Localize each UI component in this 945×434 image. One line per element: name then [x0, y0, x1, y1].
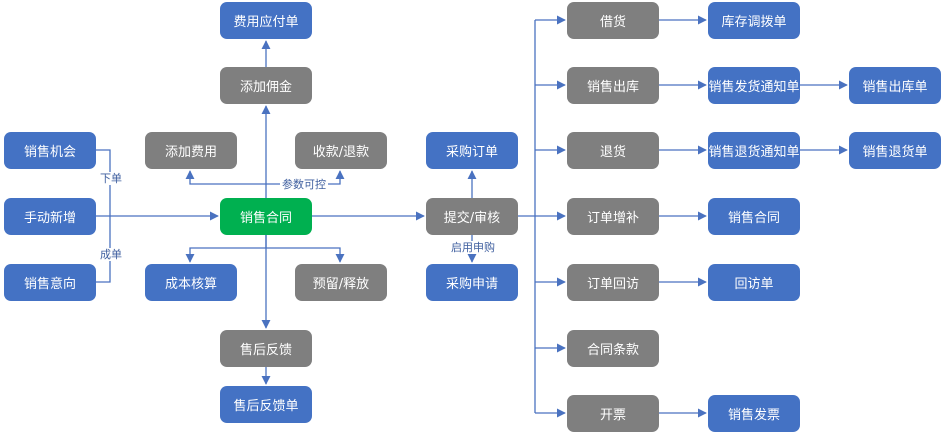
connector-0 — [96, 149, 111, 216]
node-sales-contract: 销售合同 — [220, 198, 312, 235]
node-order-visit: 订单回访 — [567, 264, 659, 301]
node-purchase-request: 采购申请 — [426, 264, 518, 301]
node-add-commission: 添加佣金 — [220, 67, 312, 104]
node-purchase-order: 采购订单 — [426, 132, 518, 169]
node-borrow: 借货 — [567, 2, 659, 39]
node-invoicing: 开票 — [567, 395, 659, 432]
node-contract-terms: 合同条款 — [567, 330, 659, 367]
node-submit-review: 提交/审核 — [426, 198, 518, 235]
edge-label-param-control: 参数可控 — [280, 178, 328, 191]
node-delivery-notice: 销售发货通知单 — [708, 67, 800, 104]
edge-label-enable-purchase: 启用申购 — [449, 241, 497, 254]
node-sales-outbound: 销售出库 — [567, 67, 659, 104]
connector-5 — [185, 170, 266, 185]
node-return-doc: 销售退货单 — [849, 132, 941, 169]
connector-1 — [96, 216, 111, 283]
node-receipt-refund: 收款/退款 — [295, 132, 387, 169]
node-visit-doc: 回访单 — [708, 264, 800, 301]
edge-label-convert-to-order: 成单 — [98, 248, 124, 261]
node-sales-invoice: 销售发票 — [708, 395, 800, 432]
node-add-fee: 添加费用 — [145, 132, 237, 169]
node-sales-opportunity: 销售机会 — [4, 132, 96, 169]
node-manual-add: 手动新增 — [4, 198, 96, 235]
node-fee-payable: 费用应付单 — [220, 2, 312, 39]
node-after-sales-feedback: 售后反馈 — [220, 330, 312, 367]
node-reserve-release: 预留/释放 — [295, 264, 387, 301]
node-order-supplement: 订单增补 — [567, 198, 659, 235]
node-after-sales-feedback-doc: 售后反馈单 — [220, 386, 312, 423]
node-cost-accounting: 成本核算 — [145, 264, 237, 301]
node-outbound-doc: 销售出库单 — [849, 67, 941, 104]
node-return-notice: 销售退货通知单 — [708, 132, 800, 169]
node-inventory-transfer: 库存调拨单 — [708, 2, 800, 39]
node-contract-out: 销售合同 — [708, 198, 800, 235]
connector-7 — [185, 235, 267, 263]
node-sales-intention: 销售意向 — [4, 264, 96, 301]
connector-8 — [266, 247, 345, 263]
edge-label-place-order: 下单 — [98, 172, 124, 185]
node-return-goods: 退货 — [567, 132, 659, 169]
